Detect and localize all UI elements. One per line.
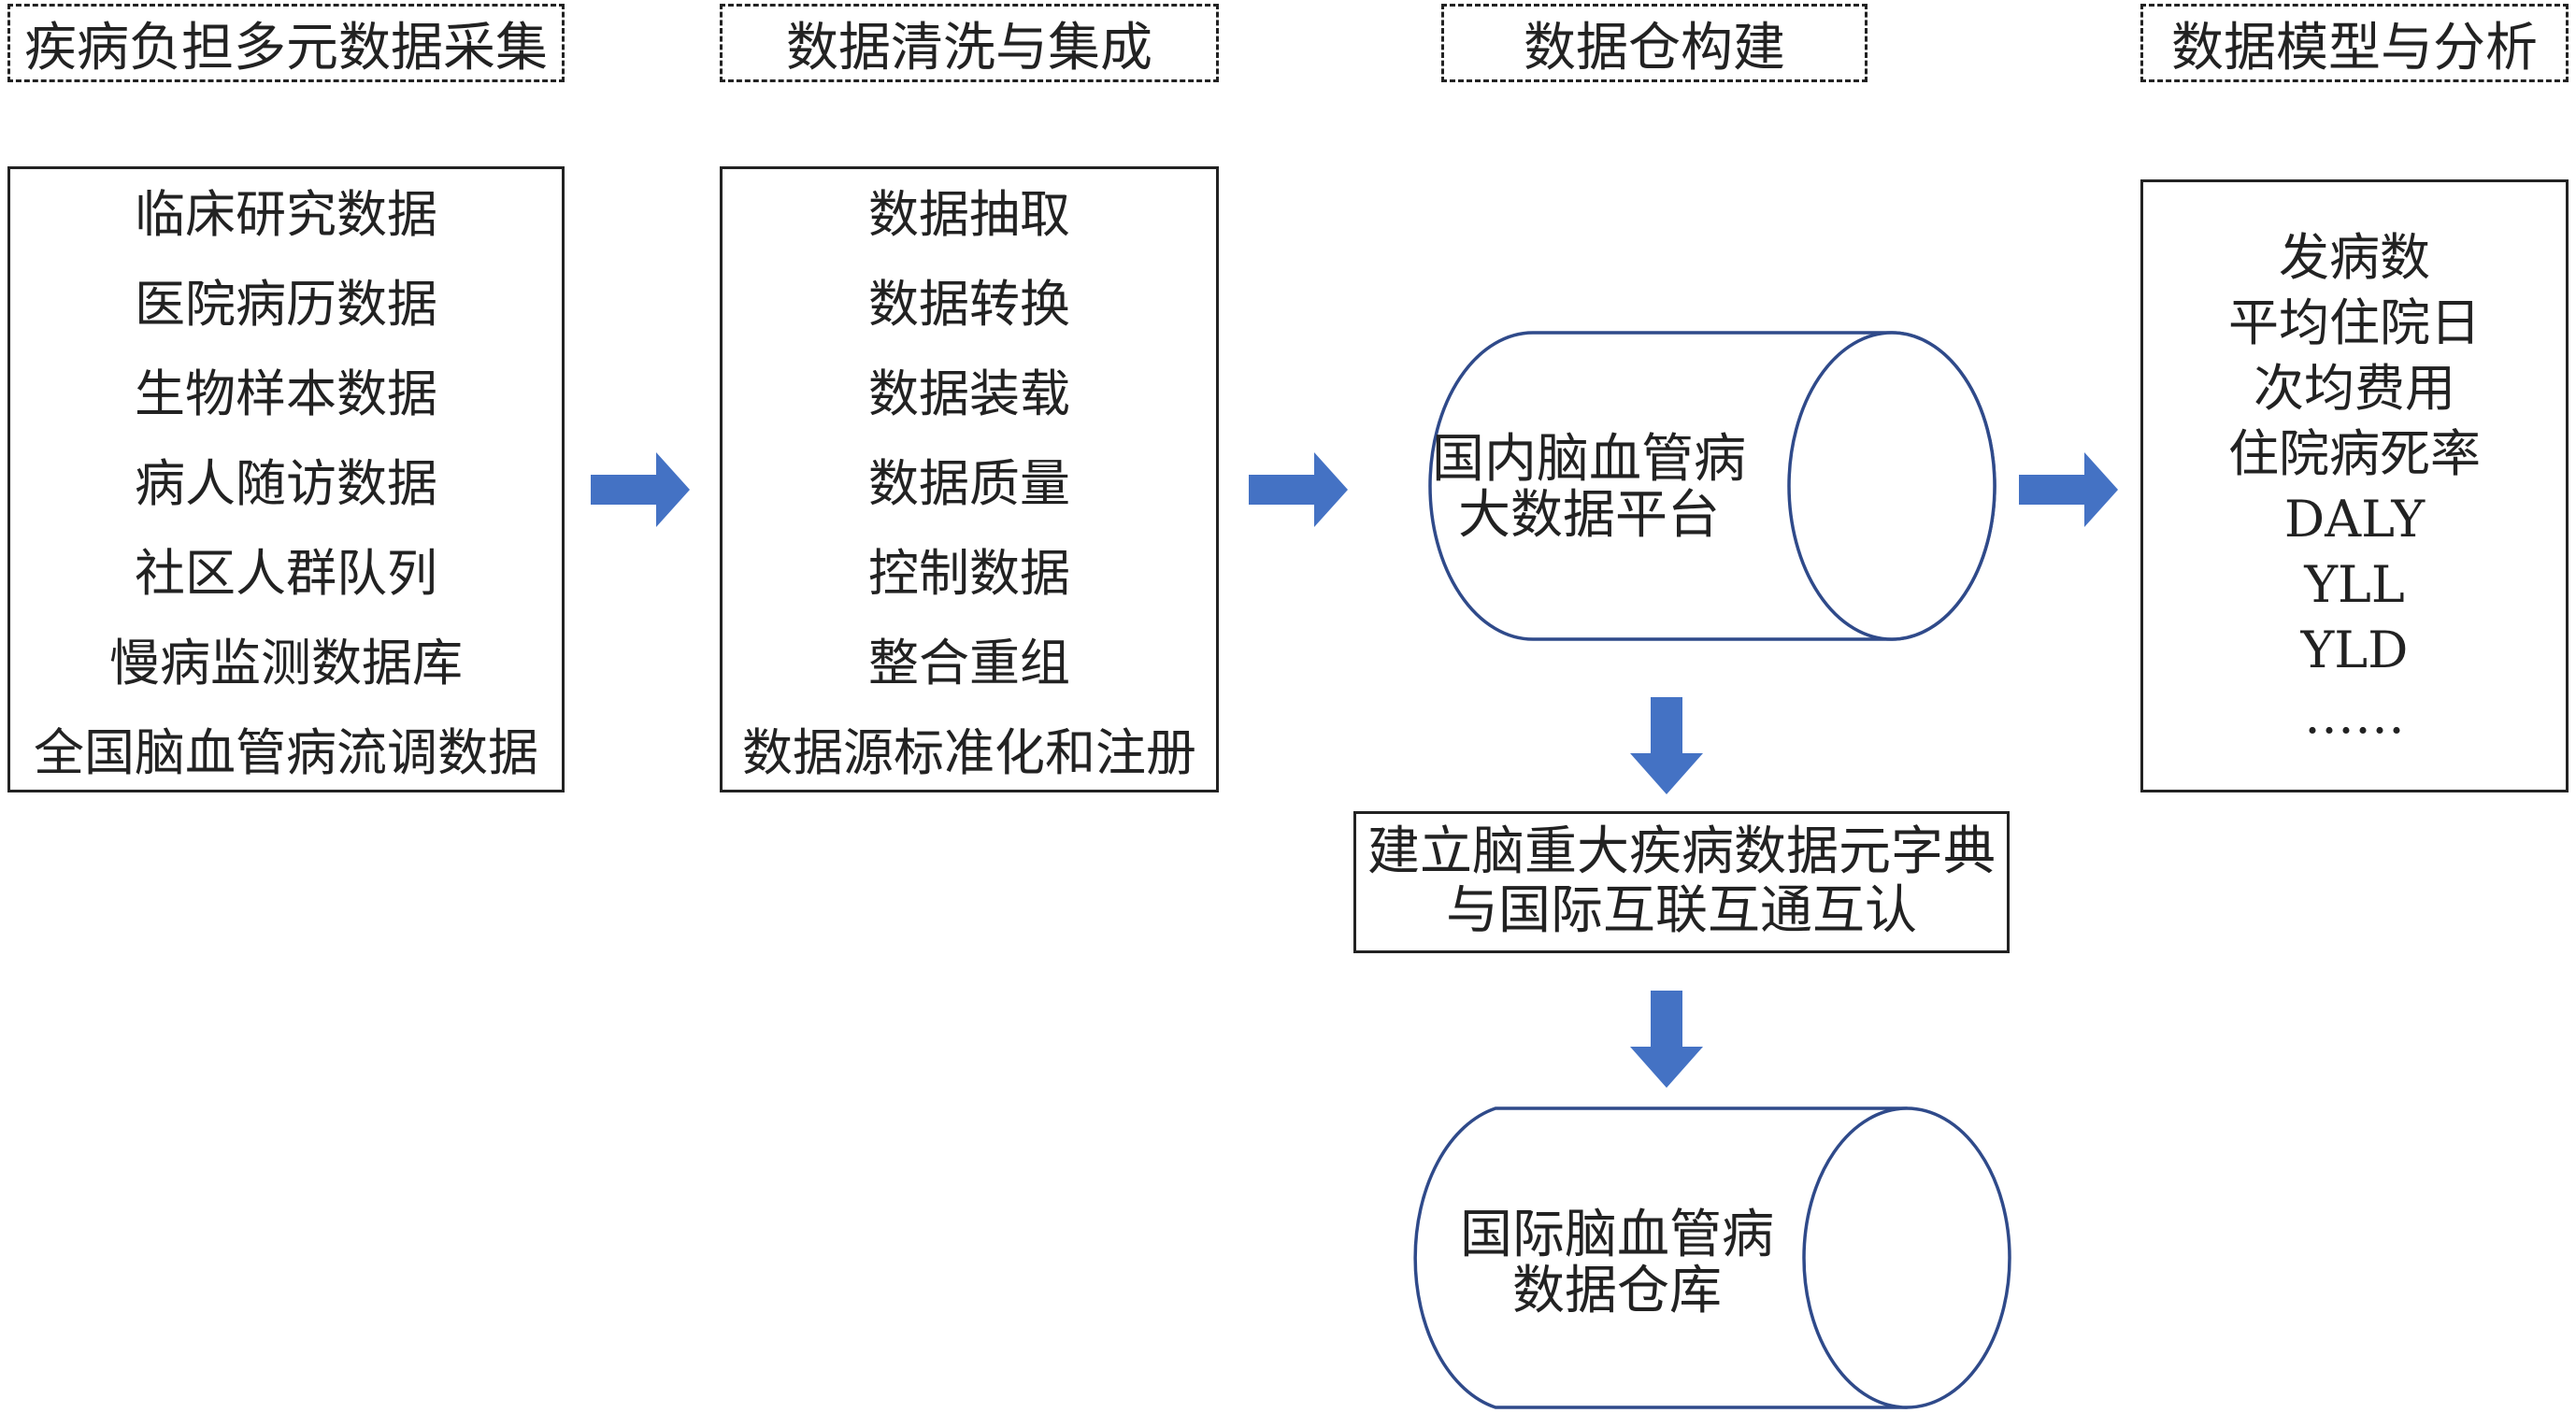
list-item: 病人随访数据 (135, 454, 437, 513)
intl-label-line-2: 数据仓库 (1512, 1261, 1722, 1322)
header-cleaning-label: 数据清洗与集成 (786, 17, 1152, 78)
header-analysis-label: 数据模型与分析 (2171, 17, 2538, 78)
header-analysis: 数据模型与分析 (2140, 4, 2569, 82)
list-item: 慢病监测数据库 (109, 634, 463, 692)
list-item: 平均住院日 (2228, 293, 2481, 352)
list-item: 控制数据 (868, 544, 1070, 603)
list-item: 住院病死率 (2228, 424, 2481, 483)
list-item: 数据抽取 (868, 185, 1070, 244)
list-item: 社区人群队列 (135, 544, 437, 603)
list-item: 生物样本数据 (135, 364, 437, 423)
arrow-down-icon (1630, 991, 1703, 1088)
list-item: 临床研究数据 (135, 185, 437, 244)
arrow-down-icon (1630, 697, 1703, 794)
platform-label-line-2: 大数据平台 (1458, 485, 1720, 547)
list-item: 数据质量 (868, 454, 1070, 513)
list-item: 整合重组 (868, 634, 1070, 692)
analysis-box: 发病数 平均住院日 次均费用 住院病死率 DALY YLL YLD …… (2140, 179, 2569, 792)
list-item: YLL (2304, 555, 2405, 614)
header-collection: 疾病负担多元数据采集 (7, 4, 565, 82)
list-item: 次均费用 (2254, 359, 2455, 418)
intl-label-line-1: 国际脑血管病 (1460, 1205, 1774, 1265)
dictionary-box: 建立脑重大疾病数据元字典 与国际互联互通互认 (1353, 811, 2010, 953)
header-warehouse-label: 数据仓构建 (1524, 17, 1785, 78)
intl-cylinder (1413, 1106, 2011, 1409)
arrow-right-icon (2019, 452, 2118, 527)
platform-label: 国内脑血管病 大数据平台 (1402, 429, 1776, 547)
dictionary-line-1: 建立脑重大疾病数据元字典 (1367, 821, 1996, 883)
list-item: 全国脑血管病流调数据 (34, 723, 538, 782)
intl-label: 国际脑血管病 数据仓库 (1421, 1205, 1813, 1322)
list-item: 数据装载 (868, 364, 1070, 423)
list-item: YLD (2300, 621, 2409, 679)
list-item: DALY (2283, 490, 2426, 549)
platform-label-line-1: 国内脑血管病 (1432, 429, 1746, 490)
list-item: 数据转换 (868, 275, 1070, 334)
collection-box: 临床研究数据 医院病历数据 生物样本数据 病人随访数据 社区人群队列 慢病监测数… (7, 166, 565, 792)
arrow-right-icon (1249, 452, 1348, 527)
list-item: 数据源标准化和注册 (742, 723, 1196, 782)
header-warehouse: 数据仓构建 (1441, 4, 1868, 82)
list-item: 医院病历数据 (135, 275, 437, 334)
arrow-right-icon (591, 452, 690, 527)
cleaning-box: 数据抽取 数据转换 数据装载 数据质量 控制数据 整合重组 数据源标准化和注册 (720, 166, 1219, 792)
dictionary-line-2: 与国际互联互通互认 (1446, 880, 1917, 941)
platform-cylinder (1428, 331, 1996, 641)
list-item: …… (2304, 686, 2405, 745)
header-collection-label: 疾病负担多元数据采集 (24, 17, 548, 78)
list-item: 发病数 (2279, 228, 2430, 287)
header-cleaning: 数据清洗与集成 (720, 4, 1219, 82)
